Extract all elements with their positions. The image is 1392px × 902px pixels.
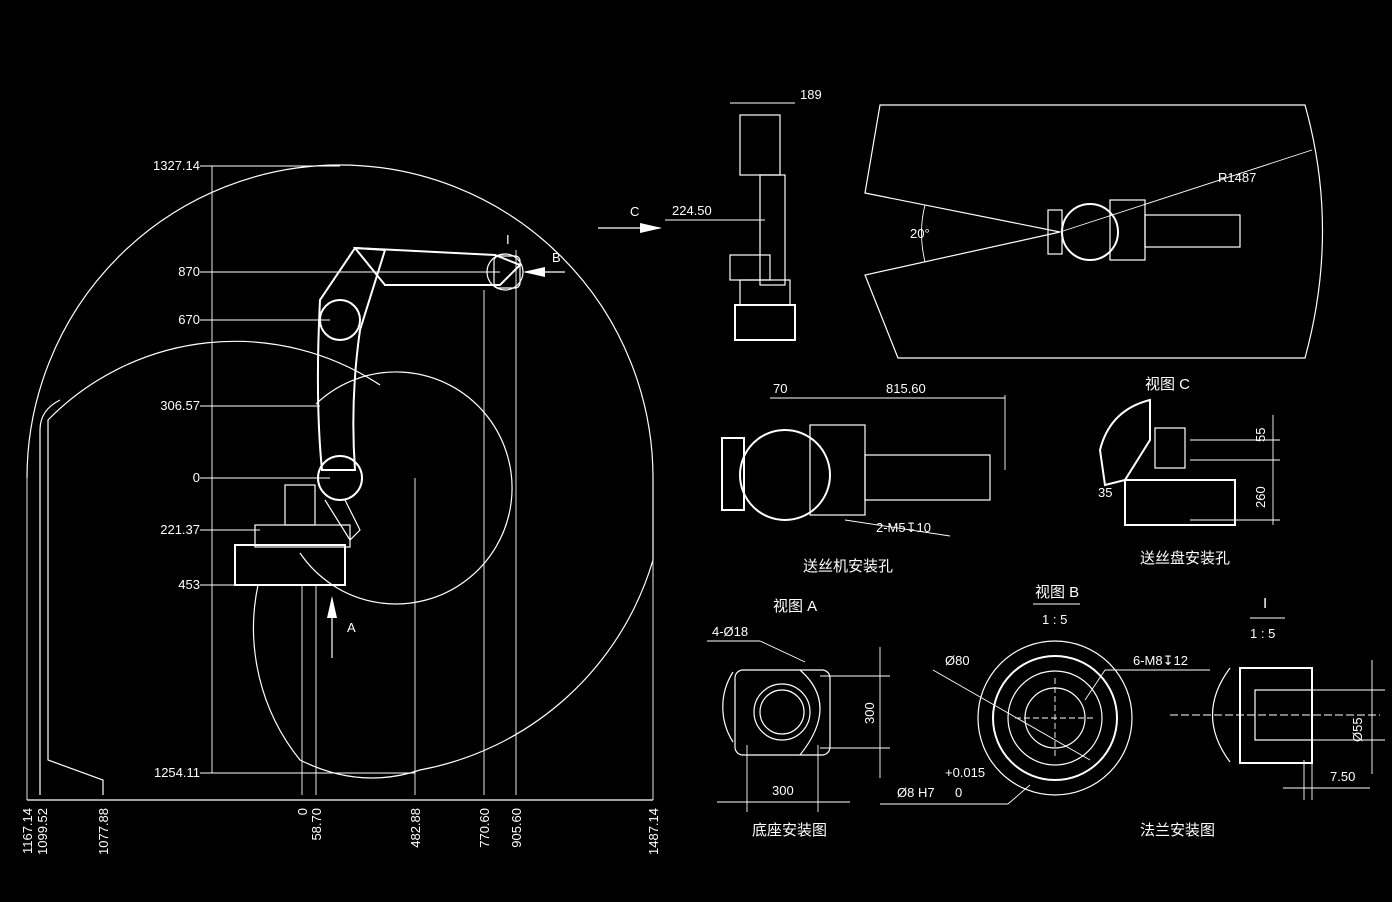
hdim-label: 58.70 — [309, 808, 324, 841]
dim-221: 221.37 — [160, 522, 200, 537]
detail-i: I 1 : 5 Ø55 7.50 — [1170, 595, 1385, 800]
front-view: C 224.50 189 — [598, 87, 822, 341]
dim-870: 870 — [178, 264, 200, 279]
dim-815: 815.60 — [886, 381, 926, 396]
angle-label: 20° — [910, 226, 930, 241]
detail-i-scale: 1 : 5 — [1250, 626, 1275, 641]
base-holes-label: 4-Ø18 — [712, 624, 748, 639]
m5-hole-label: 2-M5↧10 — [876, 520, 931, 535]
small-arc — [299, 371, 513, 605]
hdim-label: 1077.88 — [96, 808, 111, 855]
arrow-b-label: B — [552, 250, 561, 265]
dim-55: 55 — [1253, 428, 1268, 442]
wire-feeder-view: 70 815.60 2-M5↧10 送丝机安装孔 — [721, 381, 1006, 575]
tolerance-upper: +0.015 — [945, 765, 985, 780]
dim-7-50: 7.50 — [1330, 769, 1355, 784]
flange-caption: 法兰安装图 — [1140, 822, 1215, 839]
tolerance-lower: 0 — [955, 785, 962, 800]
view-a-title: 视图 A — [773, 598, 817, 615]
robot-side — [234, 246, 524, 586]
dim-70: 70 — [773, 381, 787, 396]
detail-i-title: I — [1263, 595, 1267, 612]
base-dim-horizontal: 300 — [772, 783, 794, 798]
pin-label: Ø8 H7 — [897, 785, 935, 800]
dim-306: 306.57 — [160, 398, 200, 413]
dim-1254: 1254.11 — [154, 765, 200, 780]
hdim-label: 1167.14 — [20, 808, 35, 854]
view-b-scale: 1 : 5 — [1042, 612, 1067, 627]
hdim-label: 905.60 — [509, 808, 524, 848]
view-c: 视图 C 55 260 35 送丝盘安装孔 — [1098, 376, 1280, 567]
view-a-arrow: A — [327, 596, 356, 658]
dia-55-label: Ø55 — [1350, 717, 1365, 742]
dim-670: 670 — [178, 312, 200, 327]
hdim-label: 482.88 — [408, 808, 423, 848]
dim-260: 260 — [1253, 486, 1268, 508]
base-dim-vertical: 300 — [862, 702, 877, 724]
reach-envelope-inner — [47, 340, 381, 560]
reach-envelope-outer — [26, 164, 654, 779]
detail-i-marker: I — [506, 232, 510, 247]
base-view-a: 视图 A 4-Ø18 300 300 底座安装图 — [707, 598, 890, 839]
view-c-title: 视图 C — [1145, 376, 1190, 393]
radius-label: R1487 — [1218, 170, 1256, 185]
wire-feeder-caption: 送丝机安装孔 — [803, 558, 893, 575]
dim-1327: 1327.14 — [153, 158, 200, 173]
side-view-workspace: 1327.14 870 670 306.57 0 221.37 453 1254… — [20, 158, 661, 855]
arrow-a-label: A — [347, 620, 356, 635]
dim-224: 224.50 — [672, 203, 712, 218]
hdim-label: 0 — [295, 808, 310, 815]
dia-80-label: Ø80 — [945, 653, 970, 668]
base-caption: 底座安装图 — [752, 822, 827, 839]
top-view: R1487 20° — [864, 104, 1324, 359]
hdim-label: 1099.52 — [35, 808, 50, 855]
dim-35: 35 — [1098, 485, 1112, 500]
view-b-arrow: B I — [506, 232, 565, 277]
view-b-title: 视图 B — [1035, 584, 1079, 601]
thread-label: 6-M8↧12 — [1133, 653, 1188, 668]
hdim-label: 1487.14 — [646, 808, 661, 855]
flange-view-b: 视图 B 1 : 5 Ø80 6-M8↧12 +0.015 Ø8 H7 0 法兰… — [880, 584, 1215, 839]
dim-0: 0 — [193, 470, 200, 485]
arrow-c-label: C — [630, 204, 639, 219]
view-c-caption: 送丝盘安装孔 — [1140, 549, 1230, 567]
hdim-label: 770.60 — [477, 808, 492, 848]
envelope-left-edge — [39, 399, 104, 795]
dim-453: 453 — [178, 577, 200, 592]
dim-189: 189 — [800, 87, 822, 102]
horizontal-dim-labels: 1167.14 1099.52 1077.88 0 58.70 482.88 7… — [20, 808, 661, 855]
vertical-dimension-lines — [200, 165, 500, 774]
vertical-dim-labels: 1327.14 870 670 306.57 0 221.37 453 1254… — [153, 158, 200, 780]
